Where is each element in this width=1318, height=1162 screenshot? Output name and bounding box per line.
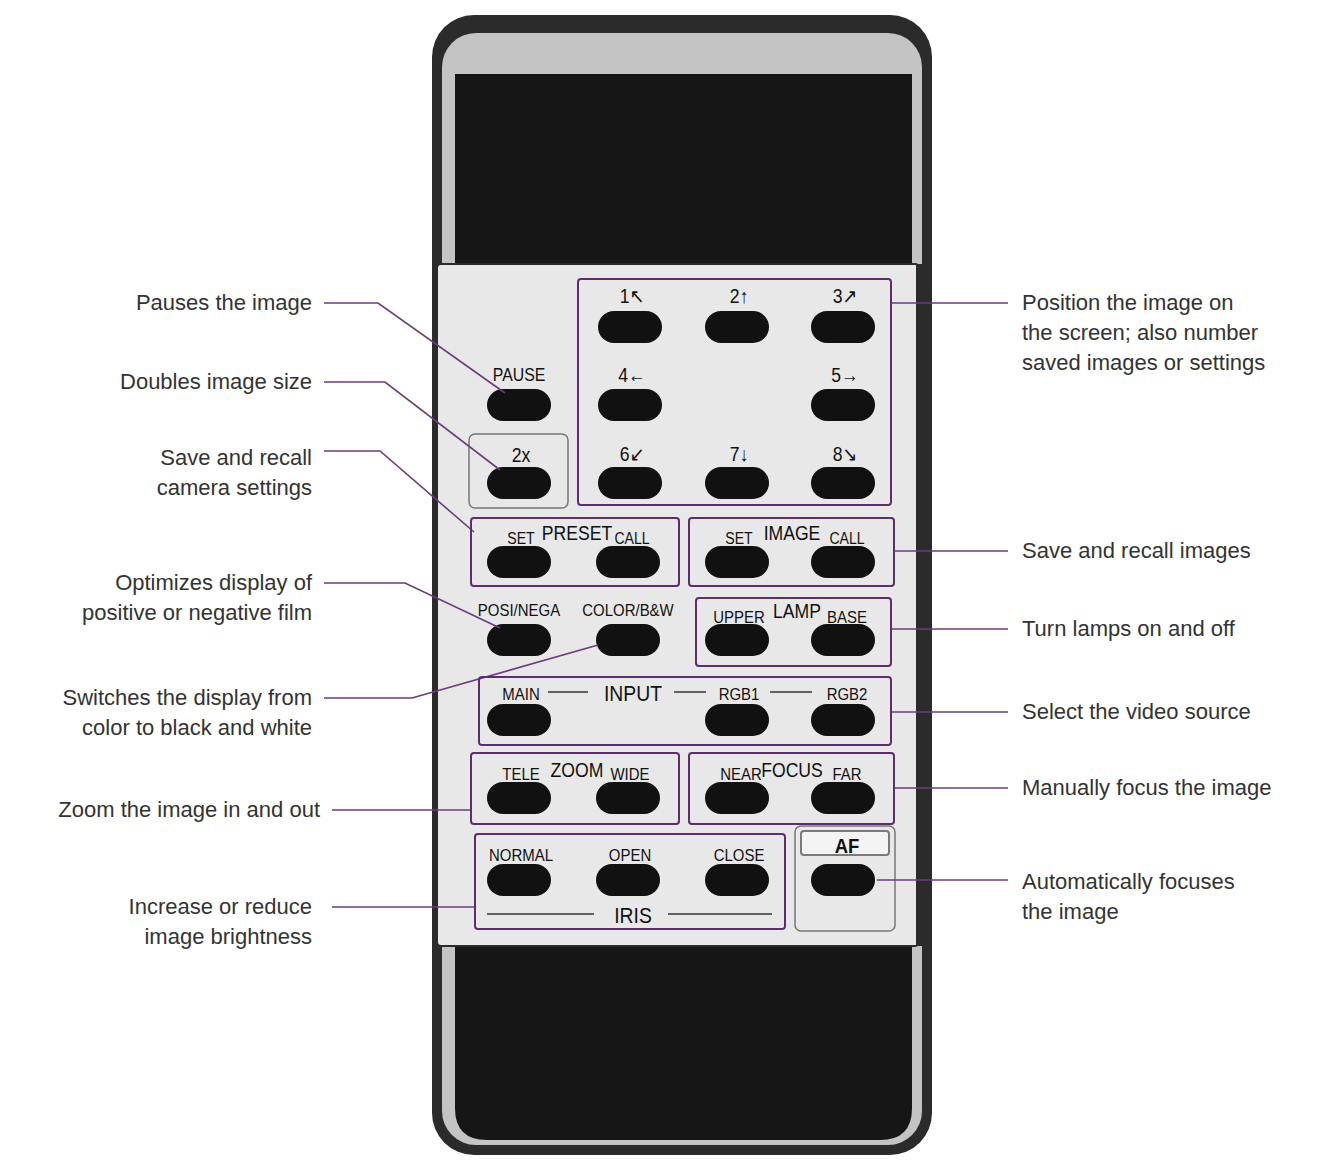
callout-label: Zoom the image in and out [58, 795, 320, 825]
button-label: 5→ [831, 365, 858, 385]
button-label: IMAGE [764, 523, 821, 543]
button-label: BASE [827, 609, 867, 626]
remote-button [487, 864, 551, 896]
remote-button [705, 864, 769, 896]
remote-button [705, 782, 769, 814]
callout-label: Optimizes display of positive or negativ… [70, 568, 312, 628]
remote-button [487, 782, 551, 814]
remote-button [487, 389, 551, 421]
leader-lines [324, 303, 1008, 907]
button-group-box: AF [800, 830, 890, 856]
button-group-box: 1↖ 2↑ 3↗ 4← 5→ 6↙ 7↓ 8↘ [577, 278, 892, 506]
callout-label: Increase or reduce image brightness [114, 892, 312, 952]
callout-label: Save and recall camera settings [140, 443, 312, 503]
remote-button [705, 546, 769, 578]
remote-button [705, 311, 769, 343]
button-label: FAR [832, 766, 861, 783]
remote-button [596, 546, 660, 578]
remote-button [487, 624, 551, 656]
callout-label: Switches the display from color to black… [50, 683, 312, 743]
remote-button [705, 624, 769, 656]
button-label: 3↗ [833, 286, 858, 306]
button-label: POSI/NEGA [478, 602, 560, 619]
button-label: 6↙ [620, 444, 645, 464]
button-group-box: NEARFOCUS FAR [688, 752, 895, 825]
button-label: 8↘ [833, 444, 858, 464]
remote-button [596, 624, 660, 656]
button-label: 2x [512, 445, 531, 465]
button-label: TELE [502, 766, 539, 783]
button-frame [795, 826, 895, 931]
remote-button [811, 782, 875, 814]
remote-button [811, 704, 875, 736]
remote-button [811, 864, 875, 896]
button-label: WIDE [610, 766, 649, 783]
button-group-box: SET PRESETCALL [470, 517, 680, 587]
remote-button [596, 864, 660, 896]
remote-button [598, 311, 662, 343]
button-label: PRESET [542, 523, 612, 543]
button-label: RGB1 [719, 686, 760, 703]
callout-label: Automatically focuses the image [1022, 867, 1250, 927]
remote-button [811, 624, 875, 656]
button-label: NORMAL [489, 847, 553, 864]
remote-button [811, 311, 875, 343]
callout-label: Pauses the image [136, 288, 312, 318]
button-label: LAMP [773, 601, 821, 621]
button-label: CLOSE [714, 847, 765, 864]
button-group-box: UPPER LAMP BASE [695, 597, 892, 667]
button-group-box: NORMAL OPEN CLOSE IRIS [474, 833, 786, 930]
button-label: 7↓ [730, 444, 749, 464]
callout-label: Doubles image size [120, 367, 312, 397]
callout-label: Turn lamps on and off [1022, 614, 1312, 644]
button-label: SET [725, 531, 752, 547]
group-rules [487, 692, 812, 914]
remote-button [811, 467, 875, 499]
button-group-box: MAIN INPUT RGB1 RGB2 [478, 676, 892, 746]
button-label: 1↖ [620, 286, 645, 306]
button-label: ZOOM [551, 760, 604, 780]
button-label: PAUSE [493, 366, 546, 384]
button-label: INPUT [604, 683, 662, 705]
callout-label: Manually focus the image [1022, 773, 1312, 803]
remote-housing [432, 15, 932, 1155]
button-frame [469, 434, 568, 508]
button-label: 4← [618, 365, 645, 385]
callout-label: Position the image on the screen; also n… [1022, 288, 1270, 378]
button-panel [437, 264, 919, 946]
remote-button [487, 467, 551, 499]
remote-bottom-panel [455, 930, 912, 1140]
button-label: CALL [829, 531, 864, 547]
button-group-box: TELE ZOOM WIDE [470, 752, 680, 825]
remote-button [811, 389, 875, 421]
remote-button [487, 704, 551, 736]
remote-button [596, 782, 660, 814]
remote-button [598, 467, 662, 499]
button-label: 2↑ [730, 286, 749, 306]
remote-button [487, 546, 551, 578]
button-label: SET [507, 531, 534, 547]
remote-button [705, 704, 769, 736]
button-label: IRIS [614, 905, 652, 927]
button-label: FOCUS [761, 760, 823, 780]
callout-label: Select the video source [1022, 697, 1312, 727]
remote-button [705, 467, 769, 499]
callout-label: Save and recall images [1022, 536, 1312, 566]
button-label: NEAR [720, 766, 762, 783]
panel-edge [916, 264, 930, 946]
remote-button [811, 546, 875, 578]
remote-button [598, 389, 662, 421]
button-group-box: 2x [477, 440, 561, 466]
button-group-box: SET IMAGE CALL [688, 517, 895, 587]
remote-top-panel [455, 74, 912, 274]
button-label: COLOR/B&W [582, 602, 673, 619]
button-label: UPPER [713, 609, 765, 626]
button-label: MAIN [502, 686, 539, 703]
button-label: RGB2 [827, 686, 868, 703]
button-label: AF [835, 835, 860, 856]
button-label: CALL [614, 531, 649, 547]
button-label: OPEN [609, 847, 651, 864]
